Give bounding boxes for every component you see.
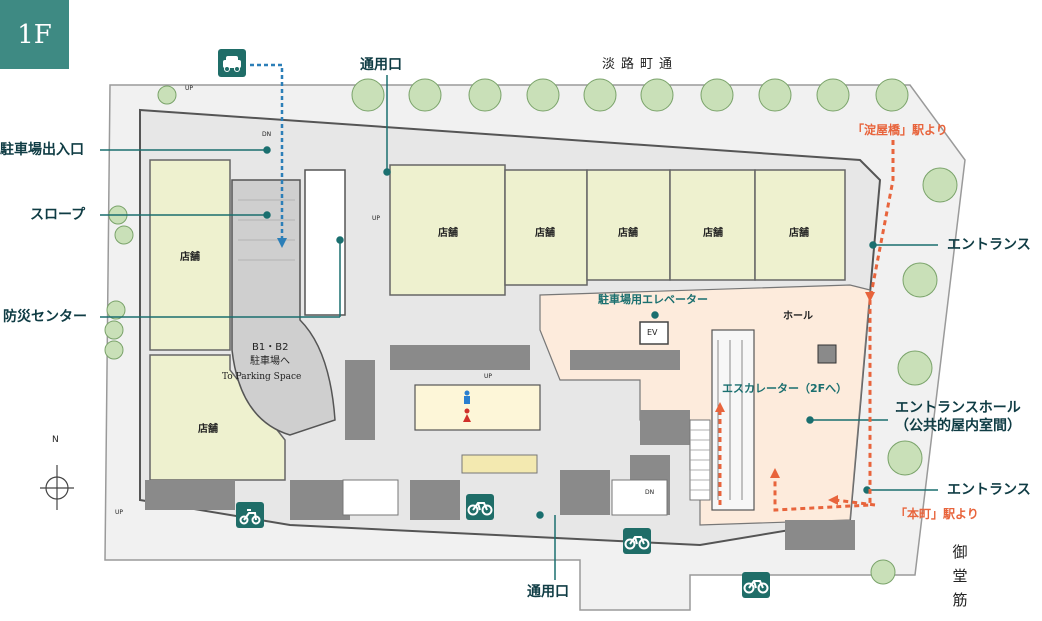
tree-icon (468, 78, 502, 112)
shop-label: 店舗 (535, 228, 555, 239)
parking-entrance-label: 駐車場出入口 (0, 142, 84, 158)
tree-icon (902, 262, 938, 298)
stair-west (342, 479, 399, 516)
tree-icon (700, 78, 734, 112)
up-mark: UP (185, 85, 194, 92)
entrance-hall-label-1: エントランスホール (895, 400, 1021, 416)
core-wall-3 (345, 360, 375, 440)
parking-slope (231, 179, 336, 436)
shop-label: 店舗 (198, 424, 218, 435)
core-wall-6 (560, 470, 610, 515)
hall-column (817, 344, 837, 364)
up-mark: UP (484, 373, 493, 380)
core-wall-10 (145, 480, 235, 510)
car-route (250, 63, 284, 240)
shop-label: 店舗 (180, 252, 200, 263)
tree-icon (114, 225, 134, 245)
tree-icon (816, 78, 850, 112)
tree-icon (583, 78, 617, 112)
slope-lines (238, 199, 295, 261)
tree-icon (640, 78, 674, 112)
routes (718, 140, 895, 512)
staff-entrance-top-label: 通用口 (360, 57, 402, 73)
tree-icon (870, 559, 896, 585)
shop-north-4 (669, 169, 756, 281)
entrance-lower-label: エントランス (947, 482, 1031, 498)
route-honmachi (834, 498, 876, 507)
tree-icon (106, 300, 126, 320)
entrance-upper-label: エントランス (947, 237, 1031, 253)
escalator-label: エスカレーター（2Fへ） (722, 382, 848, 395)
stair-treads (690, 429, 710, 491)
north-compass (40, 465, 74, 510)
parking-elevator-label: 駐車場用エレベーター (598, 293, 708, 306)
core-wall-5 (410, 480, 460, 520)
route-honmachi-label: 「本町」駅より (895, 507, 979, 521)
tree-icon (104, 320, 124, 340)
tree-icon (104, 340, 124, 360)
floor-label: 1F (17, 19, 52, 50)
core-wall-8 (640, 410, 690, 445)
motorcycle-icon (236, 502, 264, 528)
tree-icon (758, 78, 792, 112)
restroom-block (414, 384, 541, 431)
tree-icon (157, 85, 177, 105)
trees (104, 78, 958, 585)
tree-icon (351, 78, 385, 112)
dn-mark: DN (645, 489, 655, 496)
staff-entrance-bottom-label: 通用口 (527, 584, 569, 600)
core-wall-1 (390, 345, 530, 370)
floor-badge: 1F (0, 0, 69, 69)
car-route-arrow (277, 238, 287, 248)
north-label: N (52, 435, 59, 445)
street-right: 御堂筋 (952, 543, 968, 609)
shop-label: 店舗 (618, 228, 638, 239)
bicycle-icon (623, 528, 651, 554)
route-yodoyabashi (773, 140, 895, 512)
tree-icon (897, 350, 933, 386)
hall-label: ホール (783, 311, 813, 322)
tree-icon (408, 78, 442, 112)
shop-north-3 (586, 169, 671, 281)
shop-label: 店舗 (703, 228, 723, 239)
tree-icon (526, 78, 560, 112)
tree-icon (922, 167, 958, 203)
escalator-steps (717, 340, 743, 500)
disaster-center-label: 防災センター (3, 309, 87, 325)
shop-label: 店舗 (789, 228, 809, 239)
shop-west-upper (149, 159, 231, 351)
core-wall-2 (570, 350, 680, 370)
tree-icon (875, 78, 909, 112)
core-wall-9 (785, 520, 855, 550)
parking-elevator-box (639, 321, 669, 345)
parking-label-1: B1・B2 (252, 342, 289, 353)
slope-label: スロープ (30, 207, 86, 223)
stair-east (611, 479, 668, 516)
core-wall-4 (290, 480, 350, 520)
bicycle-icon (466, 494, 494, 520)
dn-mark: DN (262, 131, 272, 138)
shop-north-1 (389, 164, 506, 296)
car-icon (218, 49, 246, 77)
route-yodoyabashi-label: 「淀屋橋」駅より (852, 123, 948, 137)
street-top: 淡路町通 (602, 57, 679, 72)
entrance-hall-label-2: （公共的屋内室間） (895, 418, 1021, 434)
restroom-fixtures (461, 454, 538, 474)
route-arrowheads (715, 292, 875, 505)
shop-north-2 (504, 169, 588, 286)
parking-label-2: 駐車場へ (250, 356, 290, 367)
tree-icon (887, 440, 923, 476)
leader-lines (100, 75, 938, 580)
parking-label-3: To Parking Space (222, 372, 302, 382)
shop-label: 店舗 (438, 228, 458, 239)
shop-north-5 (754, 169, 846, 281)
ev-label: EV (647, 328, 658, 337)
bicycle-icon (742, 572, 770, 598)
up-mark: UP (115, 509, 124, 516)
up-mark: UP (372, 215, 381, 222)
restroom-icon (462, 390, 472, 424)
